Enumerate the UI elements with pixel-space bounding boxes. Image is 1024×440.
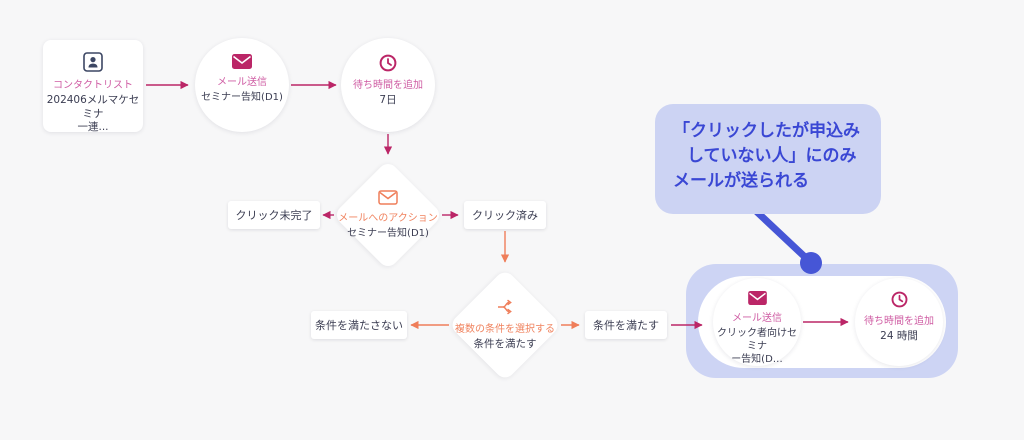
branch-split-icon xyxy=(496,298,514,316)
branch-label: 条件を満たす xyxy=(593,319,659,332)
node-wait-24h[interactable]: 待ち時間を追加 24 時間 xyxy=(855,278,943,366)
annotation-line: していない人」にのみ xyxy=(687,146,857,166)
node-type-label: 待ち時間を追加 xyxy=(353,80,423,91)
node-type-label: メール送信 xyxy=(217,77,267,88)
branch-click-not-completed[interactable]: クリック未完了 xyxy=(228,201,320,229)
annotation-line: 「クリックしたが申込み xyxy=(673,121,860,141)
node-title: 7日 xyxy=(379,94,397,106)
node-title: セミナー告知(D1) xyxy=(201,92,283,103)
node-type-label: 複数の条件を選択する xyxy=(455,324,555,335)
envelope-outline-icon xyxy=(378,190,398,205)
annotation-line: メールが送られる xyxy=(673,171,809,191)
node-type-label: コンタクトリスト xyxy=(53,80,133,91)
branch-label: クリック未完了 xyxy=(235,209,313,222)
node-title: セミナー告知(D1) xyxy=(347,228,429,239)
branch-click-completed[interactable]: クリック済み xyxy=(464,201,546,229)
envelope-icon xyxy=(747,291,767,305)
node-title: 202406メルマケセミナ 一連... xyxy=(46,94,140,134)
clock-icon xyxy=(891,291,908,308)
annotation-callout[interactable]: 「クリックしたが申込み していない人」にのみ メールが送られる xyxy=(655,104,881,214)
node-title: 24 時間 xyxy=(880,330,918,342)
node-title: クリック者向けセミナ ー告知(D… xyxy=(717,328,797,365)
branch-label: クリック済み xyxy=(472,209,538,222)
branch-label: 条件を満たさない xyxy=(315,319,403,332)
node-email-send-2[interactable]: メール送信 クリック者向けセミナ ー告知(D… xyxy=(713,278,801,366)
branch-condition-met[interactable]: 条件を満たす xyxy=(585,311,667,339)
node-email-send-1[interactable]: メール送信 セミナー告知(D1) xyxy=(195,38,289,132)
clock-icon xyxy=(379,54,397,72)
node-condition[interactable]: 複数の条件を選択する 条件を満たす xyxy=(445,298,565,352)
node-type-label: メール送信 xyxy=(732,313,782,324)
envelope-icon xyxy=(232,54,252,69)
node-wait-7days[interactable]: 待ち時間を追加 7日 xyxy=(341,38,435,132)
branch-condition-not-met[interactable]: 条件を満たさない xyxy=(311,311,407,339)
annotation-connector-line xyxy=(753,208,810,262)
contact-card-icon xyxy=(83,52,103,72)
node-email-action[interactable]: メールへのアクション セミナー告知(D1) xyxy=(328,190,448,240)
node-contact-list[interactable]: コンタクトリスト 202406メルマケセミナ 一連... xyxy=(43,40,143,134)
node-type-label: メールへのアクション xyxy=(338,213,438,224)
node-title: 条件を満たす xyxy=(473,338,537,350)
node-type-label: 待ち時間を追加 xyxy=(864,316,934,327)
